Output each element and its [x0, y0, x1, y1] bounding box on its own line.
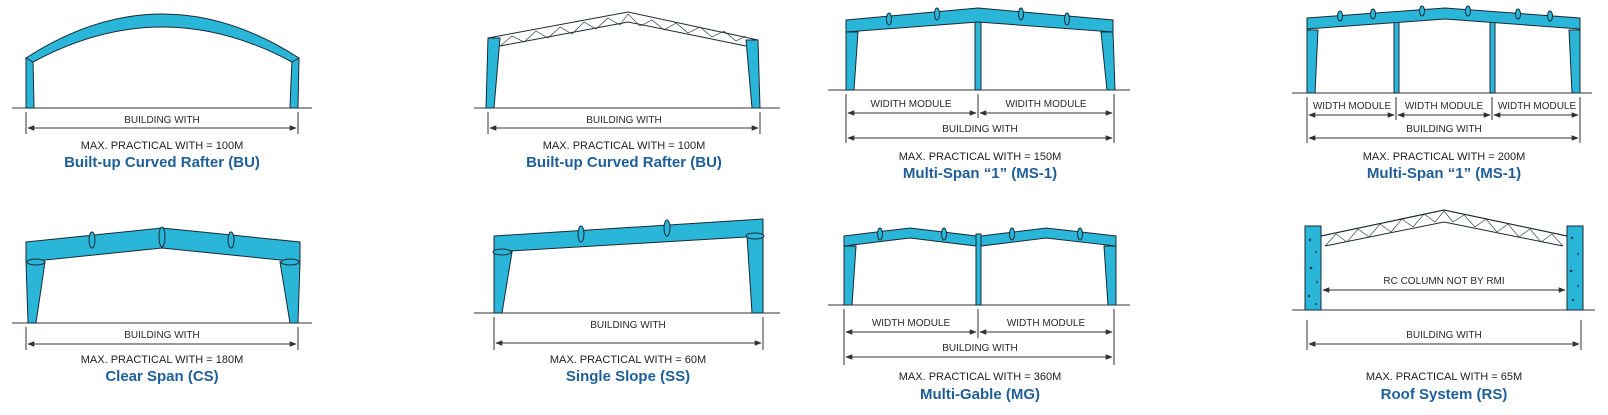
panel-single-slope: BUILDING WITH MAX. PRACTICAL WITH = 60M …	[474, 218, 780, 385]
building-width-label: BUILDING WITH	[942, 124, 1018, 135]
width-module-label: WIDTH MODULE	[1405, 101, 1484, 112]
building-width-label: BUILDING WITH	[942, 343, 1018, 354]
system-name: Single Slope (SS)	[566, 368, 690, 385]
panel-multi-span-200: WIDTH MODULE WIDTH MODULE WIDTH MODULE B…	[1292, 5, 1592, 182]
panel-curved-rafter-arch: BUILDING WITH MAX. PRACTICAL WITH = 100M…	[12, 13, 312, 171]
max-width-label: MAX. PRACTICAL WITH = 65M	[1366, 371, 1522, 383]
building-width-label: BUILDING WITH	[1406, 124, 1482, 135]
max-width-label: MAX. PRACTICAL WITH = 60M	[550, 354, 706, 366]
building-width-label: BUILDING WITH	[1406, 330, 1482, 341]
max-width-label: MAX. PRACTICAL WITH = 200M	[1363, 151, 1526, 163]
system-name: Roof System (RS)	[1381, 386, 1508, 403]
building-width-label: BUILDING WITH	[124, 115, 200, 126]
panel-multi-gable: WIDTH MODULE WIDTH MODULE BUILDING WITH …	[828, 227, 1130, 403]
width-module-label: WIDTH MODULE	[1498, 101, 1577, 112]
max-width-label: MAX. PRACTICAL WITH = 100M	[81, 140, 244, 152]
system-name: Clear Span (CS)	[105, 368, 218, 385]
building-width-label: BUILDING WITH	[124, 330, 200, 341]
panel-roof-system: RC COLUMN NOT BY RMI BUILDING WITH MAX. …	[1292, 209, 1595, 403]
rc-column-right	[1566, 225, 1584, 311]
system-name: Multi-Gable (MG)	[920, 386, 1040, 403]
width-module-label: WIDITH MODULE	[1005, 99, 1086, 110]
frame-drawing	[1292, 209, 1595, 311]
building-width-label: BUILDING WITH	[586, 115, 662, 126]
rc-column-left	[1304, 225, 1322, 311]
rc-column-label: RC COLUMN NOT BY RMI	[1383, 276, 1504, 287]
max-width-label: MAX. PRACTICAL WITH = 150M	[899, 151, 1062, 163]
width-module-label: WIDTH MODULE	[1007, 318, 1086, 329]
frame-drawing	[12, 13, 312, 109]
system-name: Built-up Curved Rafter (BU)	[64, 154, 260, 171]
panel-curved-rafter-truss: BUILDING WITH MAX. PRACTICAL WITH = 100M…	[474, 11, 780, 171]
frame-drawing	[828, 227, 1130, 306]
system-name: Multi-Span “1” (MS-1)	[1367, 165, 1521, 182]
width-module-label: WIDITH MODULE	[870, 99, 951, 110]
building-width-label: BUILDING WITH	[590, 320, 666, 331]
frame-drawing	[828, 7, 1130, 91]
frame-drawing	[12, 226, 312, 324]
frame-drawing	[1292, 5, 1592, 94]
frame-drawing	[474, 218, 780, 314]
panel-clear-span: BUILDING WITH MAX. PRACTICAL WITH = 180M…	[12, 226, 312, 385]
max-width-label: MAX. PRACTICAL WITH = 180M	[81, 354, 244, 366]
system-name: Multi-Span “1” (MS-1)	[903, 165, 1057, 182]
frame-drawing	[474, 11, 780, 109]
width-module-label: WIDTH MODULE	[872, 318, 951, 329]
width-module-label: WIDTH MODULE	[1313, 101, 1392, 112]
max-width-label: MAX. PRACTICAL WITH = 100M	[543, 140, 706, 152]
panel-multi-span-150: WIDITH MODULE WIDITH MODULE BUILDING WIT…	[828, 7, 1130, 182]
max-width-label: MAX. PRACTICAL WITH = 360M	[899, 371, 1062, 383]
system-name: Built-up Curved Rafter (BU)	[526, 154, 722, 171]
